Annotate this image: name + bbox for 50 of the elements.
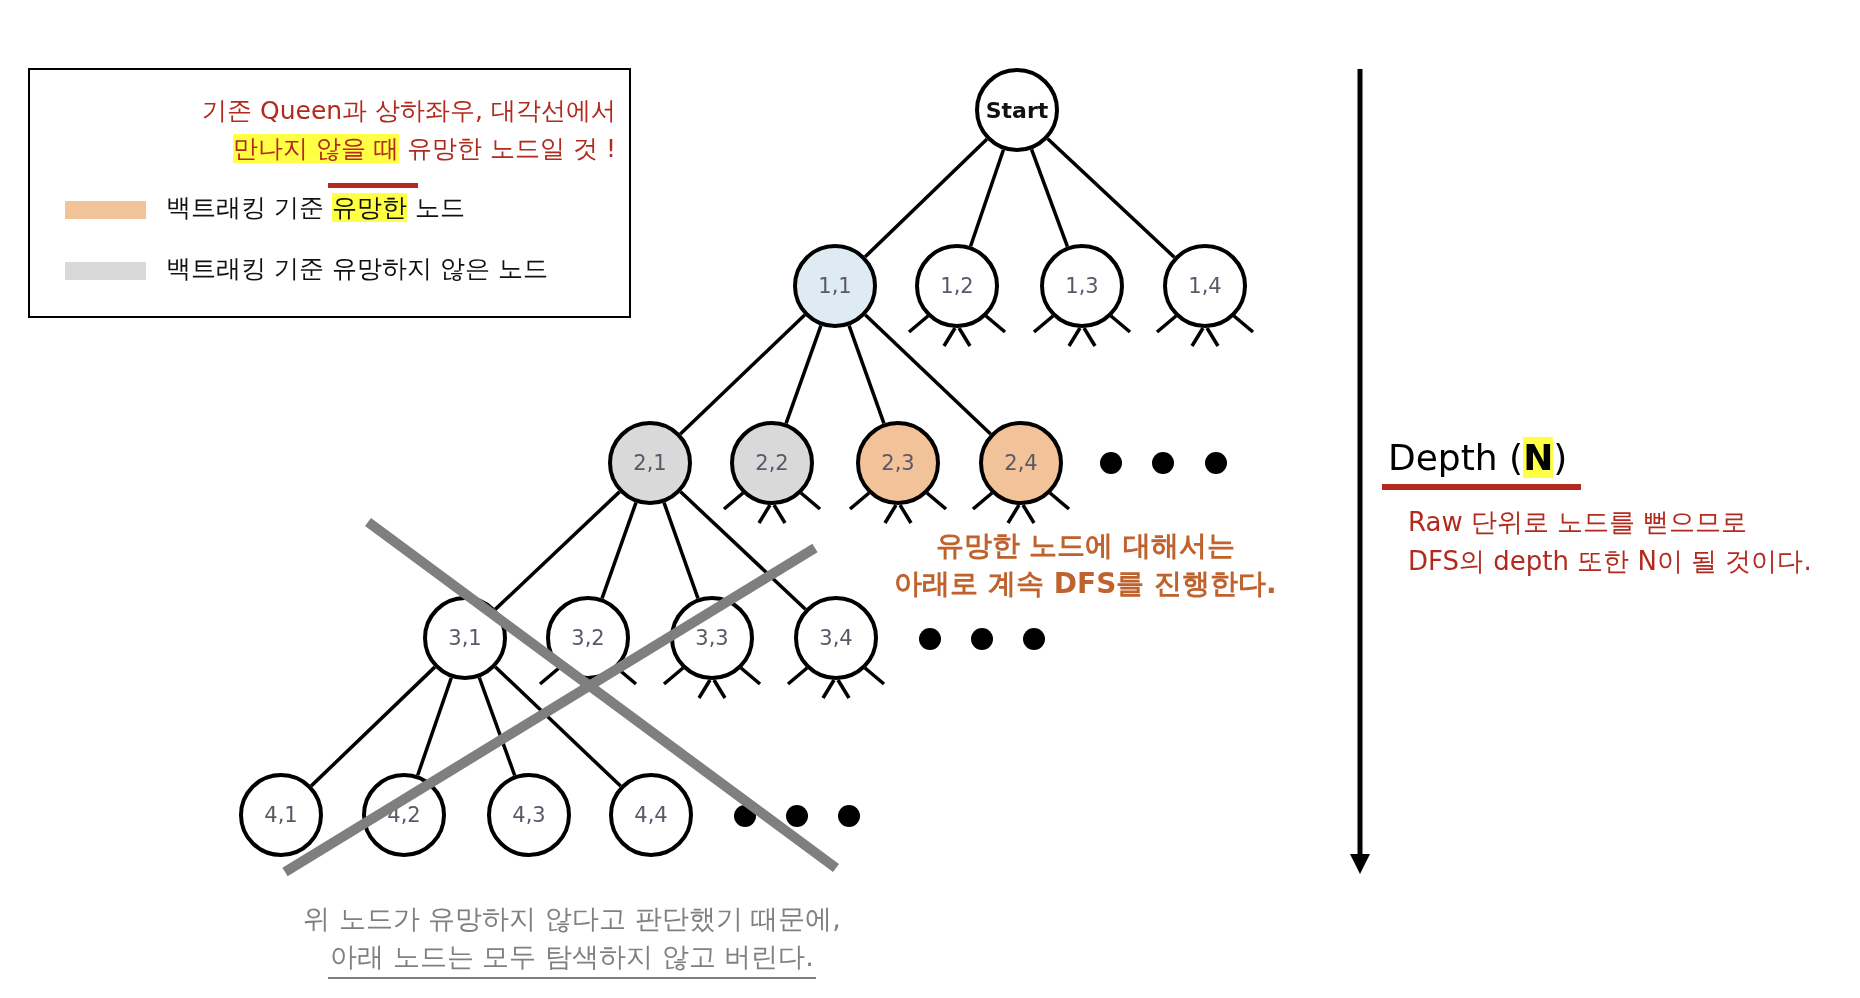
node-label: 3,1 <box>448 626 482 650</box>
node-label: 2,3 <box>881 451 915 475</box>
tree-node-circle <box>1040 244 1124 328</box>
legend-text: 백트래킹 기준 유망한 노드 <box>166 192 465 224</box>
node-label: 2,2 <box>755 451 789 475</box>
node-label: 1,4 <box>1188 274 1222 298</box>
annotation-text: 유망한 노드에 대해서는 아래로 계속 DFS를 진행한다. <box>893 528 1278 602</box>
tree-node-circle <box>794 596 878 680</box>
depth-title: Depth (N) <box>1388 436 1569 480</box>
tree-node-circle <box>793 244 877 328</box>
node-label: 3,3 <box>695 626 729 650</box>
node-label: 3,2 <box>571 626 605 650</box>
depth-note: Raw 단위로 노드를 뻗으므로 DFS의 depth 또한 N이 될 것이다. <box>1408 506 1813 578</box>
tree-edge <box>863 137 989 259</box>
tree-edge <box>600 502 638 599</box>
prune-note: 위 노드가 유망하지 않다고 판단했기 때문에, 아래 노드는 모두 탐색하지 않고 버린다. <box>302 902 842 974</box>
tree-edge <box>494 665 622 788</box>
node-label: 3,4 <box>819 626 853 650</box>
node-label: 1,2 <box>940 274 974 298</box>
tree-edge <box>679 313 806 436</box>
tree-edge <box>679 490 807 611</box>
tree-edge <box>1046 137 1176 259</box>
tree-node-circle <box>975 68 1059 152</box>
node-label: Start <box>985 97 1049 123</box>
node-label: 2,4 <box>1004 451 1038 475</box>
tree-node-circle <box>979 421 1063 505</box>
node-label: 4,1 <box>264 803 298 827</box>
tree-edge <box>416 677 453 776</box>
tree-edge <box>477 676 517 777</box>
tree-node-circle <box>915 244 999 328</box>
tree-node-circle <box>423 596 507 680</box>
tree-node-circle <box>1163 244 1247 328</box>
tree-edge <box>662 502 700 599</box>
tree-edge <box>494 490 621 611</box>
tree-node-circle <box>856 421 940 505</box>
node-label: 1,1 <box>818 274 852 298</box>
condition-note: 기존 Queen과 상하좌우, 대각선에서 만나지 않을 때 유망한 노드일 것 ! <box>201 95 616 165</box>
node-label: 4,3 <box>512 803 546 827</box>
tree-edge <box>1029 148 1070 248</box>
node-label: 2,1 <box>633 451 667 475</box>
tree-edge <box>864 313 992 436</box>
tree-edge <box>968 149 1006 247</box>
node-label: 4,4 <box>634 803 668 827</box>
tree-edge <box>784 324 823 425</box>
tree-node-circle <box>730 421 814 505</box>
tree-edge <box>310 665 436 788</box>
tree-node-circle <box>608 421 692 505</box>
tree-edge <box>847 324 886 425</box>
legend-text: 백트래킹 기준 유망하지 않은 노드 <box>166 253 548 285</box>
node-label: 1,3 <box>1065 274 1099 298</box>
